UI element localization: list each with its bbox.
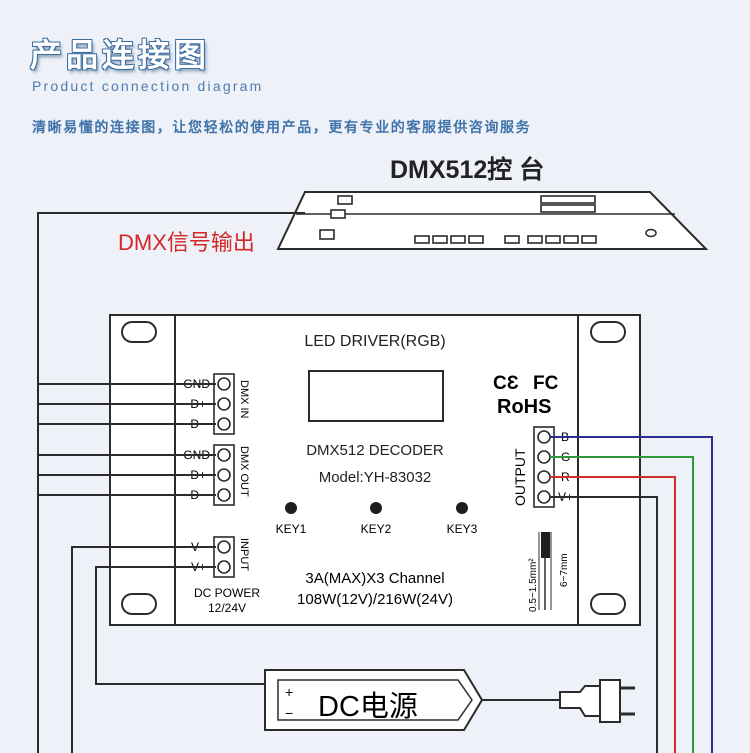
dmx-in-label: DMX IN [238,380,250,419]
console-indicator [319,229,335,240]
console-display [540,204,596,213]
ce-mark: CƐ [493,373,519,394]
dc-power-voltage: 12/24V [208,601,246,615]
key2-label: KEY2 [361,522,392,536]
key1-label: KEY1 [276,522,307,536]
key3-label: KEY3 [447,522,478,536]
output-label: OUTPUT [512,448,528,506]
key1-button [285,502,297,514]
device-name: LED DRIVER(RGB) [304,333,445,350]
led-driver: LED DRIVER(RGB) DMX512 DECODER Model:YH-… [109,314,641,626]
console-body [276,191,709,250]
dmx-signal-cable [37,212,305,753]
plug-head [599,679,621,723]
signal-label: DMX信号输出 [118,230,255,255]
mount-hole [121,321,157,343]
wire-strip-gauge: 0.5~1.5mm² 6~7mm [528,532,570,612]
key2-button [370,502,382,514]
mount-hole [590,593,626,615]
dmx-wiring [38,383,216,496]
decoder-label: DMX512 DECODER [306,442,444,459]
page-description: 清晰易懂的连接图，让您轻松的使用产品，更有专业的客服提供咨询服务 [32,119,532,135]
psu-minus: − [285,705,293,721]
wire-vplus [550,496,658,753]
spec-current: 3A(MAX)X3 Channel [305,570,444,587]
mount-hole [121,593,157,615]
mount-hole [590,321,626,343]
device-display [308,370,444,422]
plug-body [559,685,601,717]
spec-power: 108W(12V)/216W(24V) [297,591,453,608]
fcc-mark: FC [533,373,559,394]
dmx-console: DMX512控 台 [276,155,709,250]
wire-red [550,476,676,753]
console-knob [645,228,657,238]
power-wiring [71,546,268,753]
page-subtitle: Product connection diagram [32,78,264,94]
console-title: DMX512控 台 [390,155,544,184]
page-title: 产品连接图 [30,36,211,74]
input-terminal: V− V+ INPUT DC POWER 12/24V [191,536,260,615]
dmx-out-label: DMX OUT [238,446,250,497]
console-indicator [337,195,353,205]
console-button-row [414,235,597,244]
console-display [540,195,596,204]
dc-power-supply: + − DC电源 [264,669,635,731]
rohs-mark: RoHS [497,396,551,418]
input-label: INPUT [238,538,250,571]
wire-strip-length: 6~7mm [559,553,570,587]
psu-plus: + [285,684,293,700]
dc-power-label: DC POWER [194,586,260,600]
key3-button [456,502,468,514]
model-label: Model:YH-83032 [319,469,432,486]
wire-blue [550,436,713,753]
console-indicator [330,209,346,219]
wire-gauge-size: 0.5~1.5mm² [528,558,539,612]
psu-label: DC电源 [318,690,418,723]
wire-green [550,456,694,753]
